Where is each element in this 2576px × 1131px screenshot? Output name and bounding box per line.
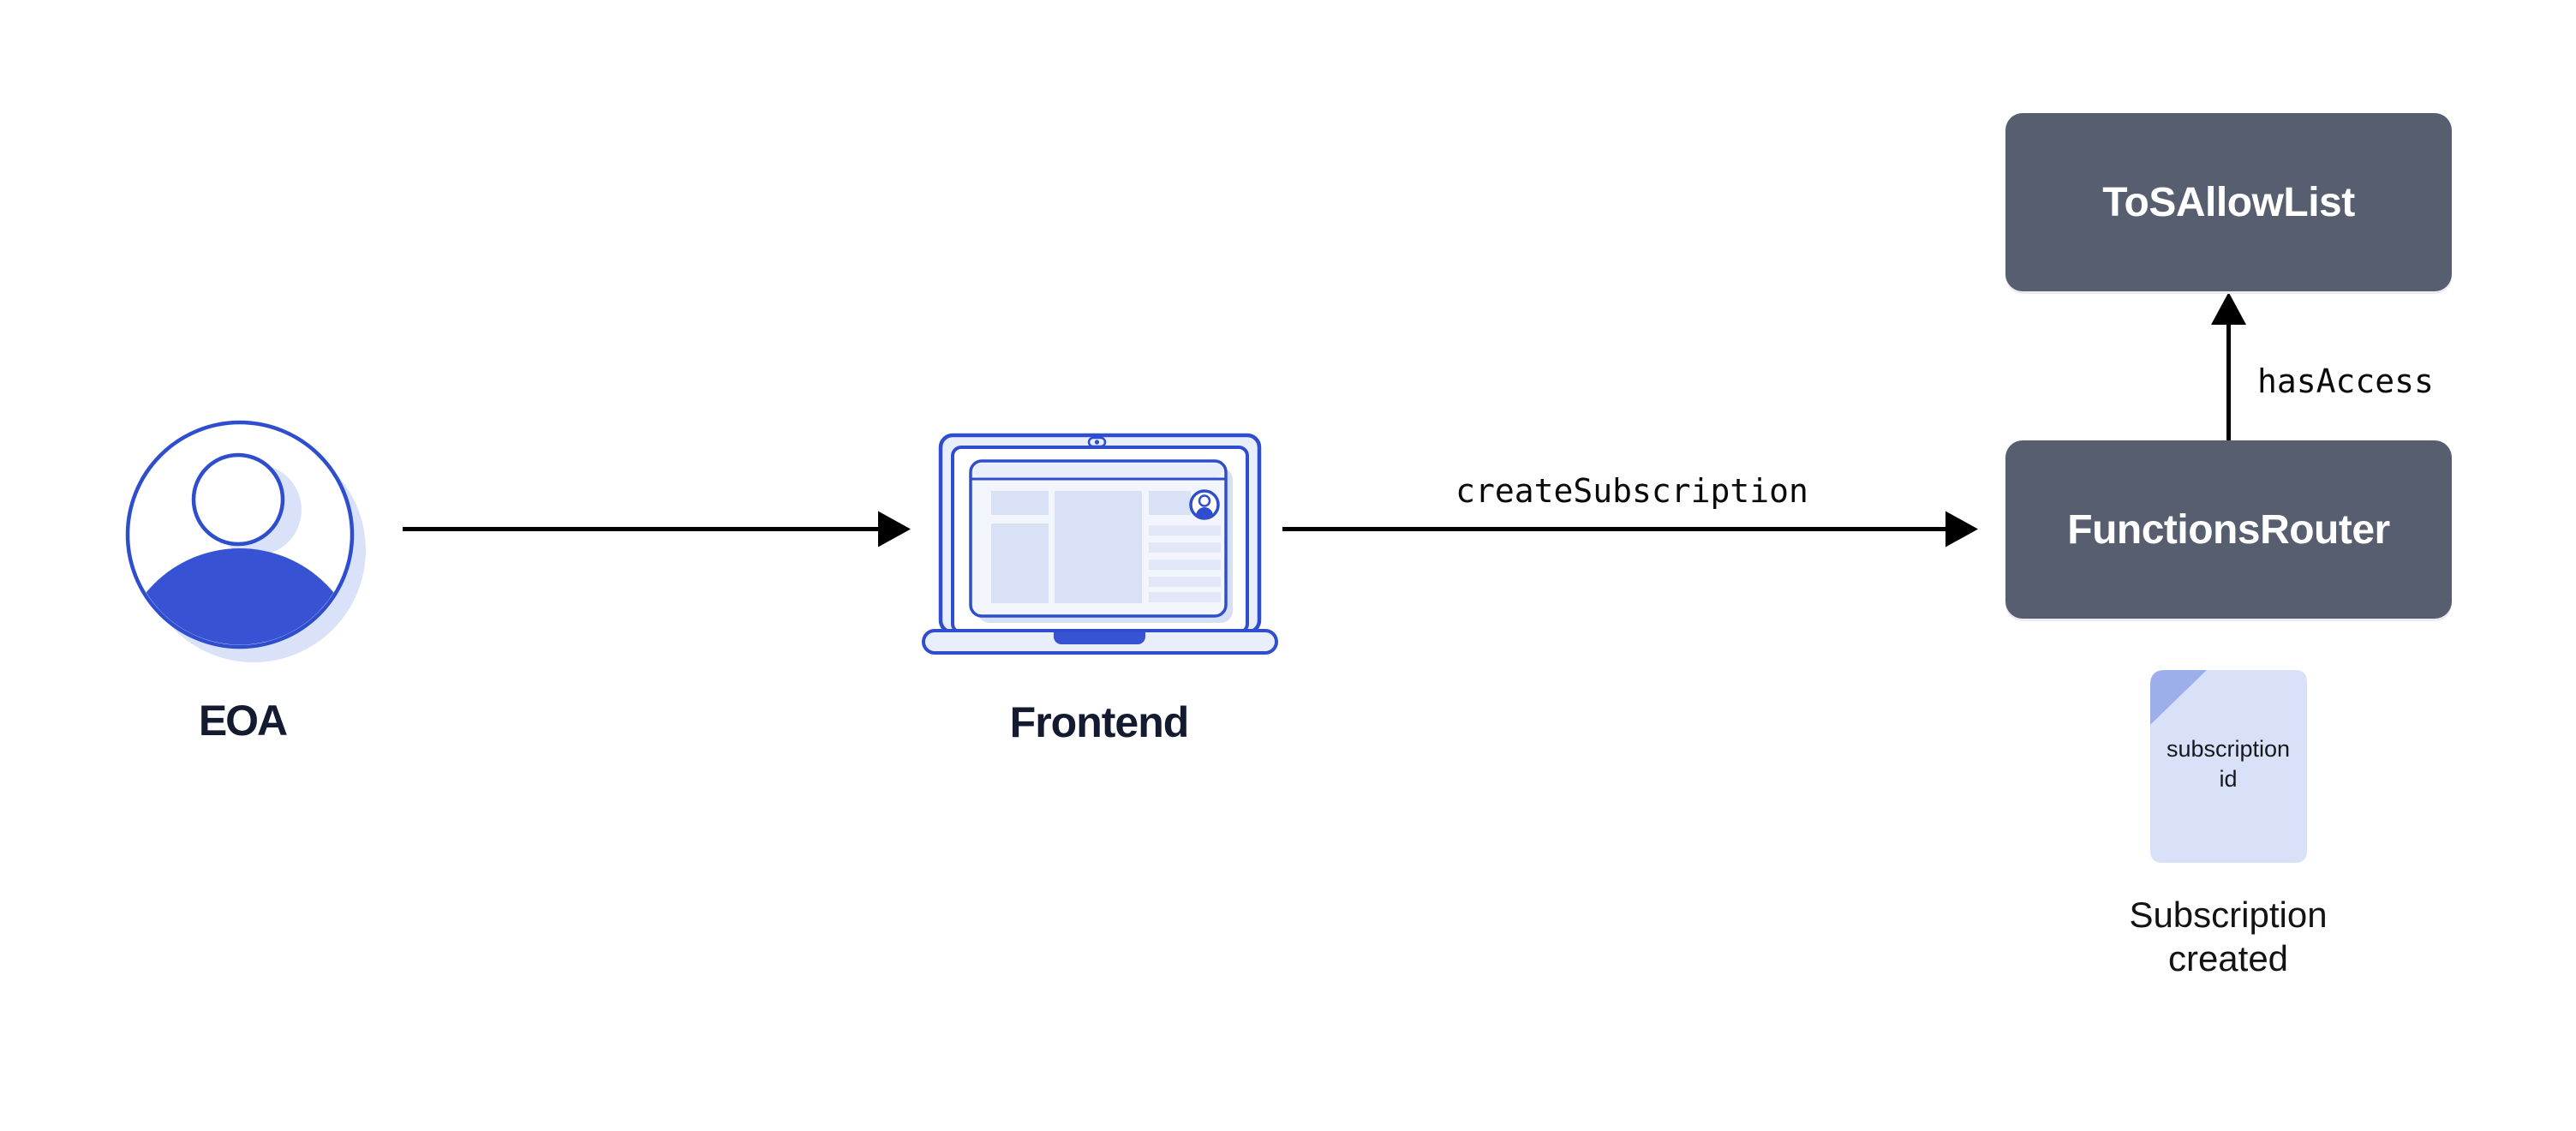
laptop-base-notch — [1054, 632, 1145, 644]
frontend-label: Frontend — [1009, 698, 1190, 746]
document-text-line1: subscription — [2166, 736, 2291, 762]
avatar-body — [129, 548, 350, 645]
content-block — [991, 524, 1049, 603]
arrow-router-to-allowlist — [2211, 292, 2246, 440]
content-row — [1149, 542, 1221, 553]
document-page — [2150, 670, 2307, 863]
laptop-camera-dot — [1094, 440, 1100, 445]
tos-allow-list-label: ToSAllowList — [2102, 179, 2355, 225]
subscription-created-caption: Subscription created — [2057, 893, 2400, 980]
node-tos-allow-list: ToSAllowList — [2005, 113, 2452, 291]
arrowhead-icon — [1945, 511, 1978, 548]
edge-label-create-subscription: createSubscription — [1455, 472, 1808, 510]
browser-topbar — [974, 464, 1222, 477]
eoa-label: EOA — [198, 697, 288, 745]
arrow-eoa-to-frontend — [403, 511, 911, 548]
arrowhead-icon — [878, 511, 911, 548]
content-block — [991, 491, 1049, 515]
avatar-head — [191, 452, 285, 547]
browser-user-chip-icon — [1189, 489, 1220, 520]
functions-router-label: FunctionsRouter — [2067, 506, 2390, 553]
caption-line2: created — [2167, 938, 2289, 978]
content-row — [1149, 525, 1221, 536]
arrowhead-icon — [2211, 292, 2246, 325]
edge-label-has-access: hasAccess — [2257, 362, 2434, 400]
content-row — [1149, 592, 1221, 602]
content-row — [1149, 560, 1221, 570]
caption-line1: Subscription — [2129, 895, 2328, 935]
subscription-document-icon — [2150, 670, 2307, 863]
content-block — [1149, 491, 1191, 515]
document-text-line2: id — [2219, 766, 2238, 792]
arrow-frontend-to-router — [1282, 511, 1978, 548]
content-block — [1055, 491, 1142, 603]
node-functions-router: FunctionsRouter — [2005, 440, 2452, 619]
eoa-user-icon — [125, 420, 366, 662]
frontend-laptop-icon — [922, 433, 1278, 655]
content-row — [1149, 577, 1221, 587]
document-text: subscription id — [2100, 734, 2357, 794]
document-fold — [2150, 670, 2207, 725]
